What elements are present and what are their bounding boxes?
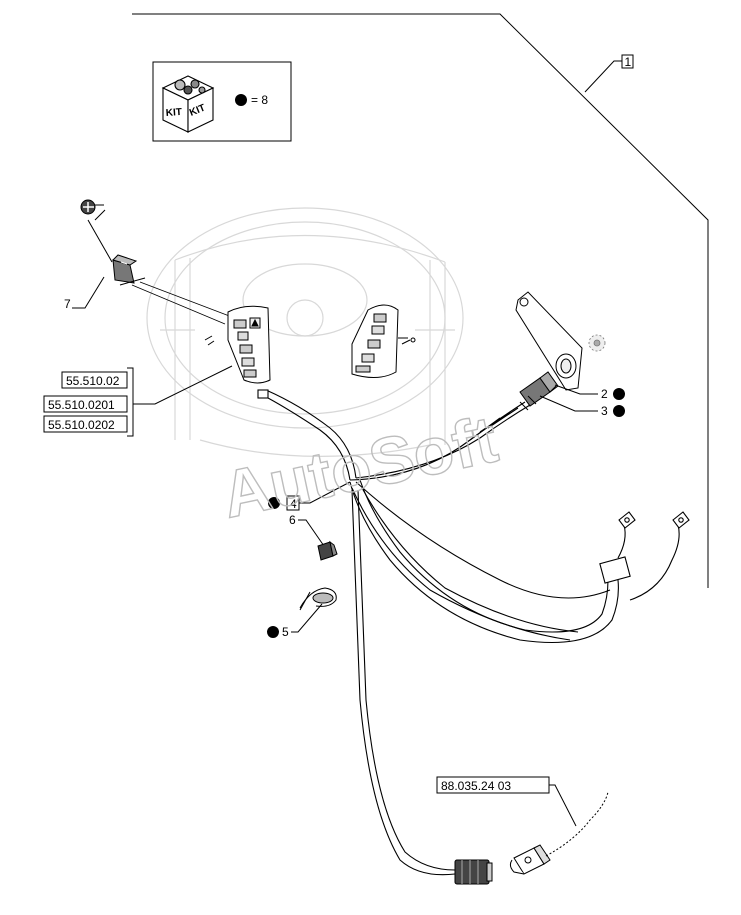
callout-3-bullet: [613, 405, 625, 417]
switch-to-panel-line: [131, 281, 233, 325]
callout-6-label: 6: [289, 513, 296, 527]
callout-4-label: 4: [290, 497, 297, 511]
callout-3-leader: [539, 395, 598, 412]
dashed-wire: [545, 791, 609, 857]
callout-2-label: 2: [601, 387, 608, 401]
callout-1-label: 1: [625, 55, 632, 69]
background-steering-wheel: [146, 207, 464, 457]
right-switch-panel: [351, 304, 416, 378]
nut-icon: [588, 334, 606, 352]
connector-assembly: [519, 371, 559, 411]
ref-88-035-24-03: 88.035.24 03: [441, 779, 511, 793]
part-5-cable-tie: [299, 587, 337, 611]
kit-label-left: KIT: [165, 107, 182, 119]
kit-bullet-icon: [235, 94, 247, 106]
part-7-switch: [80, 199, 146, 286]
wiring-harness: [257, 389, 690, 876]
kit-equation: = 8: [251, 93, 268, 107]
ref-55-510-0202: 55.510.0202: [48, 418, 115, 432]
callout-5-bullet: [267, 626, 279, 638]
reference-group-55-510: 55.510.02 55.510.0201 55.510.0202: [43, 365, 233, 437]
ref-88-035-leader: [549, 784, 577, 827]
callout-4-bullet: [268, 497, 280, 509]
kit-box: KIT KIT = 8: [152, 61, 292, 142]
callout-2-bullet: [613, 388, 625, 400]
callout-7-label: 7: [64, 297, 71, 311]
ref-55-510-02: 55.510.02: [66, 374, 120, 388]
callout-2-leader: [554, 384, 598, 395]
callout-5-leader: [291, 603, 323, 633]
callout-1-leader: [584, 60, 622, 93]
callout-5-label: 5: [282, 625, 289, 639]
assembly-boundary-line: [132, 13, 709, 588]
callout-4-leader: [299, 481, 351, 504]
mating-connector: [509, 844, 551, 875]
part-6-clip: [317, 540, 338, 561]
callout-7-leader: [72, 276, 105, 309]
bottom-connector: [454, 859, 493, 885]
mounting-bracket: [515, 291, 583, 391]
left-switch-panel: [204, 305, 271, 384]
ref-55-510-0201: 55.510.0201: [48, 398, 115, 412]
kit-cube-icon: [161, 75, 215, 133]
callout-3-label: 3: [601, 404, 608, 418]
callout-6-leader: [298, 519, 325, 547]
